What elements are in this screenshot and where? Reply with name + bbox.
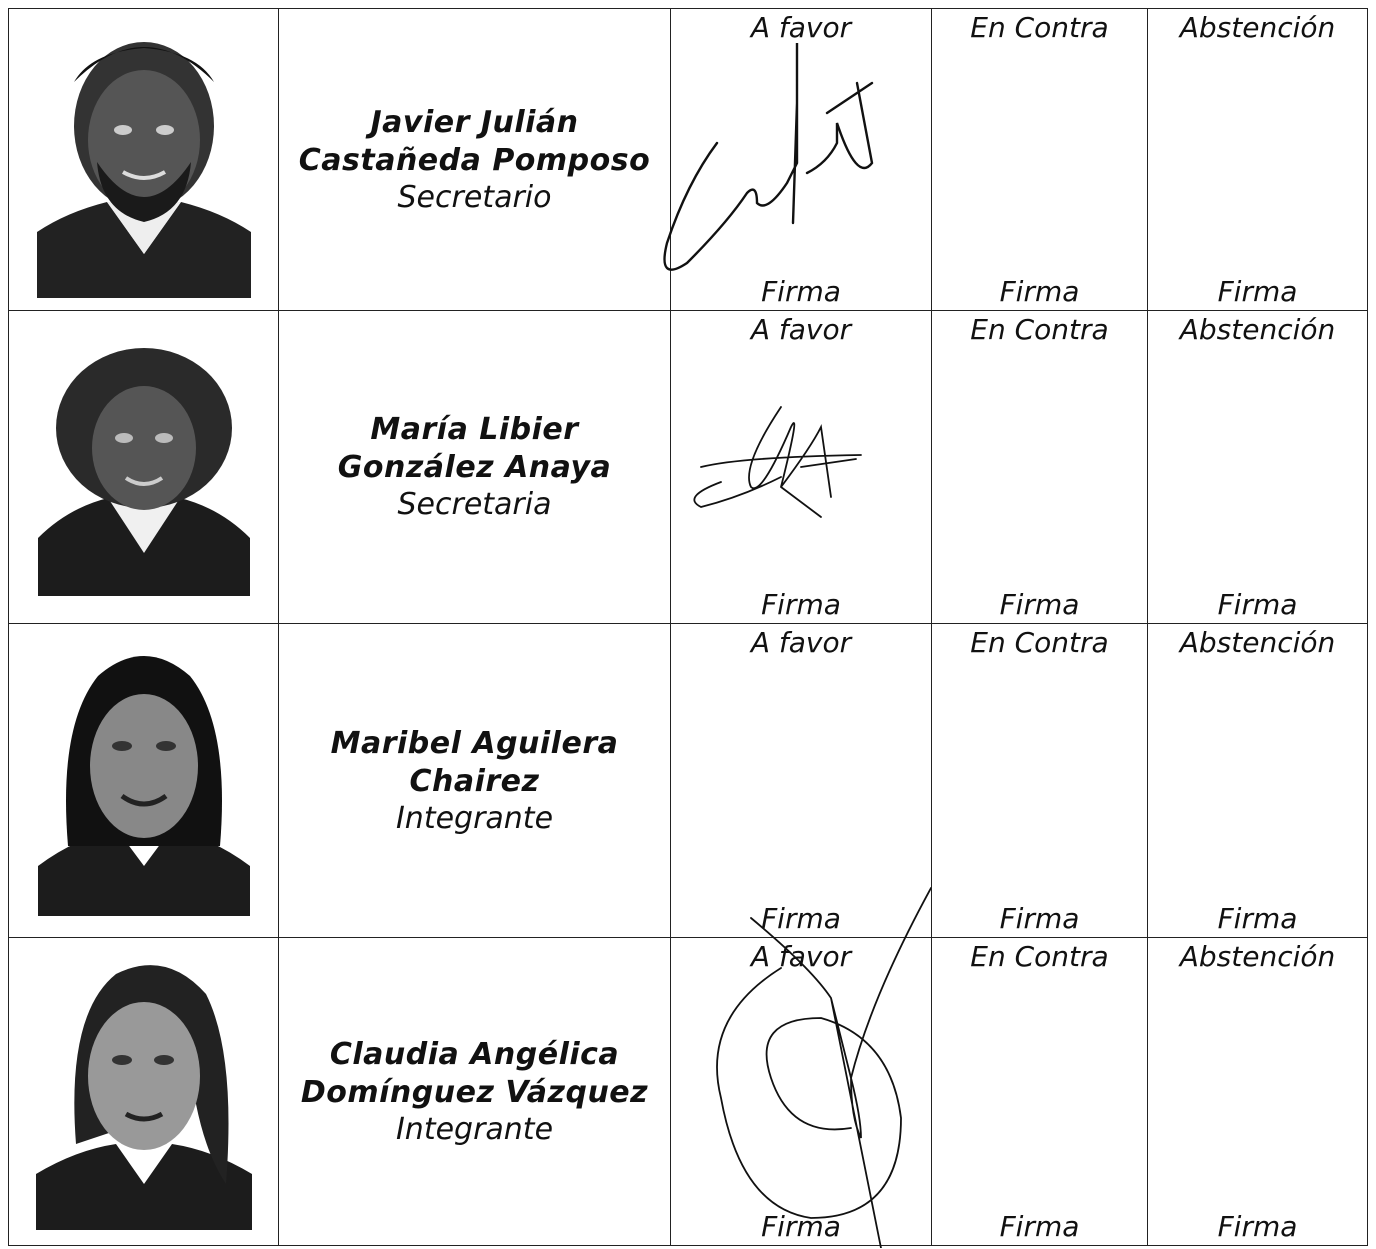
firma-label: Firma (999, 275, 1080, 308)
vote-cell-favor: A favor Firma (663, 8, 932, 311)
portrait-image (36, 21, 251, 298)
member-name-line1: Javier Julián (370, 104, 579, 140)
vote-cell-contra: En Contra Firma (931, 310, 1148, 624)
firma-label: Firma (1217, 275, 1298, 308)
member-row: Claudia Angélica Domínguez Vázquez Integ… (8, 887, 1368, 1248)
signature (693, 406, 862, 518)
member-role: Secretario (397, 179, 552, 215)
option-label-abstencion: Abstención (1179, 11, 1336, 44)
firma-label: Firma (761, 588, 841, 621)
member-role: Integrante (395, 1111, 554, 1147)
vote-cell-abstencion: Abstención Firma (1147, 8, 1368, 311)
firma-label: Firma (999, 902, 1080, 935)
option-label-contra: En Contra (970, 626, 1109, 659)
vote-cell-contra: En Contra Firma (931, 8, 1148, 311)
member-photo (8, 310, 279, 624)
member-name-line2: Castañeda Pomposo (298, 142, 651, 178)
firma-label: Firma (1217, 1210, 1298, 1243)
member-row: María Libier González Anaya Secretaria A… (8, 310, 1368, 624)
firma-label: Firma (761, 1210, 841, 1243)
member-role: Integrante (395, 800, 554, 836)
option-label-abstencion: Abstención (1179, 626, 1336, 659)
option-label-contra: En Contra (970, 313, 1109, 346)
firma-label: Firma (1217, 588, 1298, 621)
member-name-line1: Maribel Aguilera (330, 725, 619, 761)
portrait-image (37, 645, 250, 916)
option-label-contra: En Contra (970, 940, 1109, 973)
member-role: Secretaria (397, 487, 552, 522)
option-label-abstencion: Abstención (1179, 313, 1336, 346)
firma-label: Firma (761, 275, 841, 308)
member-info: Claudia Angélica Domínguez Vázquez Integ… (278, 937, 671, 1246)
member-name-line1: María Libier (370, 412, 579, 447)
member-name-line2: González Anaya (337, 450, 612, 485)
vote-cell-favor: A favor Firma (670, 623, 932, 938)
firma-label: Firma (999, 588, 1080, 621)
member-info: Javier Julián Castañeda Pomposo Secretar… (278, 8, 671, 311)
vote-table: Javier Julián Castañeda Pomposo Secretar… (8, 8, 1368, 1248)
member-row: Javier Julián Castañeda Pomposo Secretar… (8, 8, 1368, 311)
firma-label: Firma (1217, 902, 1298, 935)
member-row: Maribel Aguilera Chairez Integrante A fa… (8, 623, 1368, 938)
member-info: María Libier González Anaya Secretaria (278, 310, 671, 624)
member-name-line1: Claudia Angélica (329, 1036, 620, 1072)
firma-label: Firma (761, 902, 841, 935)
firma-label: Firma (999, 1210, 1080, 1243)
option-label-favor: A favor (750, 11, 852, 44)
vote-cell-contra: En Contra Firma (931, 623, 1148, 938)
signature (663, 43, 874, 271)
option-label-abstencion: Abstención (1179, 940, 1336, 973)
member-info: Maribel Aguilera Chairez Integrante (278, 623, 671, 938)
member-photo (8, 8, 279, 311)
member-name-line2: Chairez (409, 763, 540, 799)
member-photo (8, 623, 279, 938)
vote-cell-contra: En Contra Firma (931, 937, 1148, 1246)
portrait-image (37, 338, 250, 596)
member-photo (8, 937, 279, 1246)
member-name-line2: Domínguez Vázquez (300, 1074, 649, 1110)
option-label-favor: A favor (750, 940, 852, 973)
option-label-favor: A favor (750, 313, 852, 346)
vote-cell-abstencion: Abstención Firma (1147, 623, 1368, 938)
vote-cell-abstencion: Abstención Firma (1147, 310, 1368, 624)
vote-cell-favor: A favor Firma (670, 887, 932, 1248)
vote-cell-favor: A favor Firma (670, 310, 932, 624)
vote-cell-abstencion: Abstención Firma (1147, 937, 1368, 1246)
option-label-favor: A favor (750, 626, 852, 659)
option-label-contra: En Contra (970, 11, 1109, 44)
portrait-image (35, 953, 252, 1230)
